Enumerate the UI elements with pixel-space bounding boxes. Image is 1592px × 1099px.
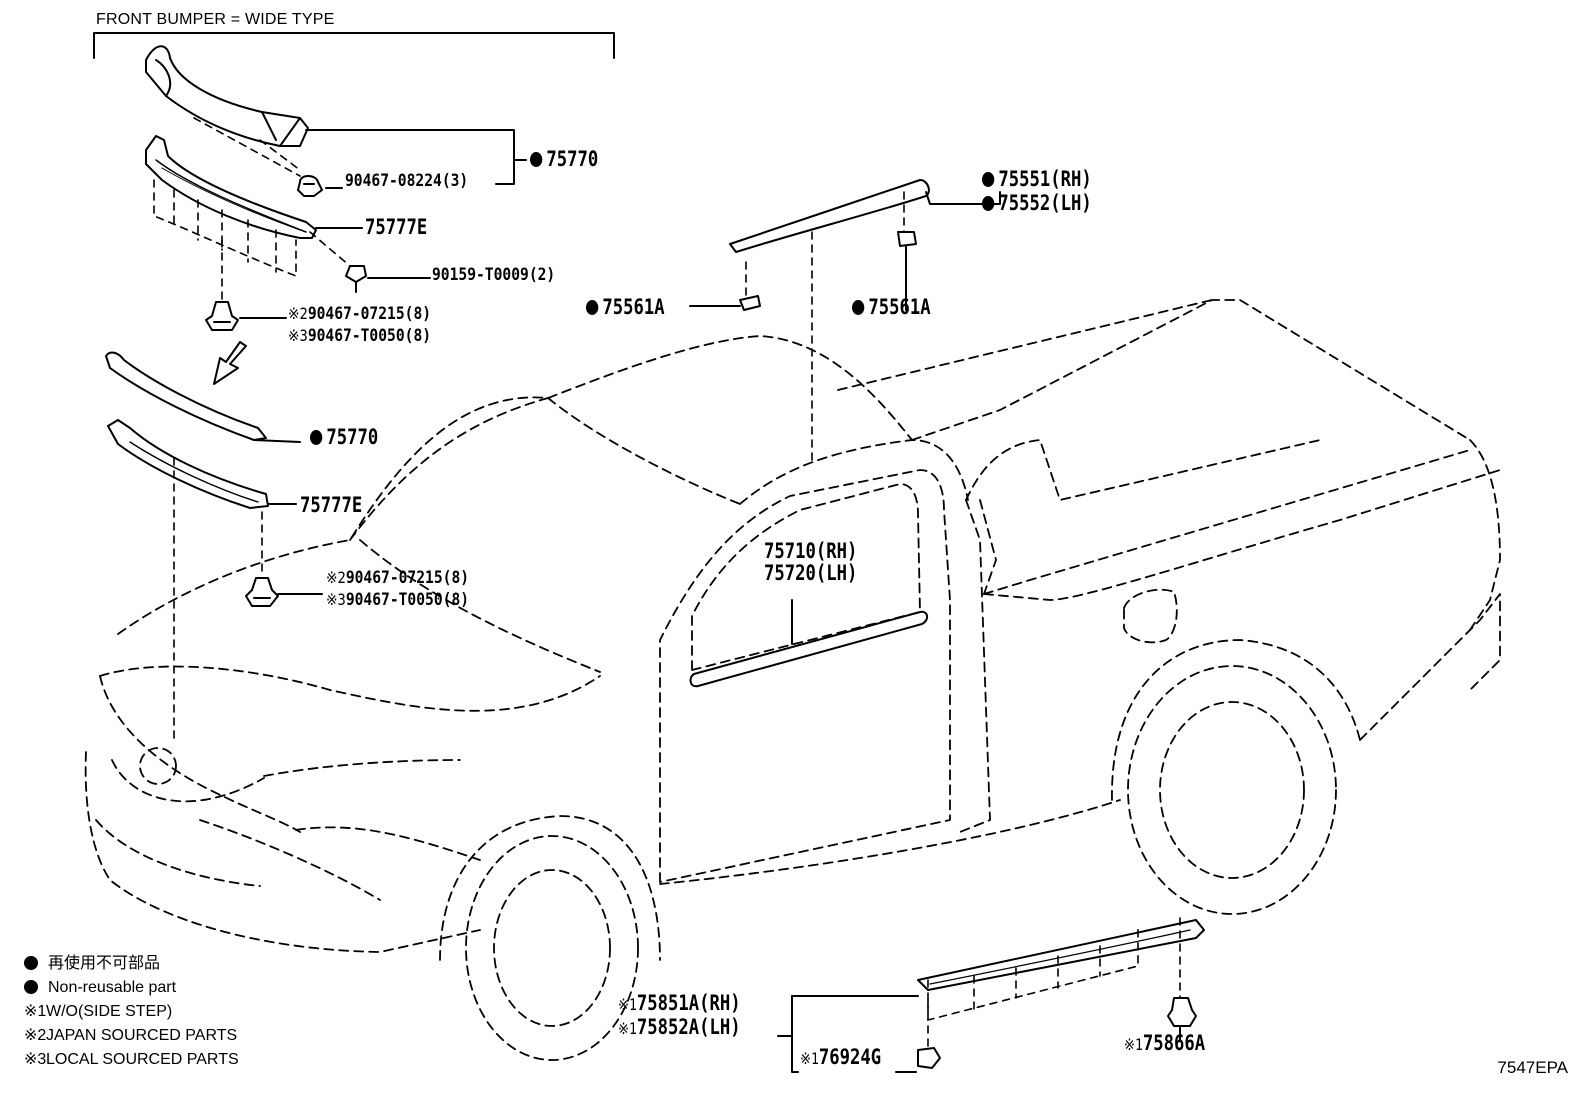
clip-75561A-right bbox=[897, 231, 917, 247]
non-reusable-dot-icon bbox=[310, 430, 323, 445]
door-belt-moulding bbox=[689, 610, 928, 688]
diagram-heading: FRONT BUMPER = WIDE TYPE bbox=[96, 11, 335, 28]
retainer-lower bbox=[107, 419, 297, 509]
non-reusable-dot-icon bbox=[982, 196, 995, 211]
non-reusable-dot-icon bbox=[530, 152, 543, 167]
direction-arrow bbox=[213, 341, 247, 385]
heading-bracket bbox=[93, 32, 615, 59]
clip-75866A bbox=[1167, 997, 1197, 1041]
label-75561A-left[interactable]: 75561A bbox=[586, 296, 665, 318]
label-75552-lh[interactable]: 75552(LH) bbox=[982, 192, 1092, 214]
label-90159[interactable]: 90159-T0009(2) bbox=[432, 265, 556, 285]
clip-75561A-left bbox=[739, 295, 761, 311]
label-75770-mid[interactable]: 75770 bbox=[310, 426, 378, 448]
label-90467-T0050-top[interactable]: ※390467-T0050(8) bbox=[288, 326, 432, 346]
rocker-moulding bbox=[917, 919, 1205, 991]
non-reusable-dot-icon bbox=[24, 956, 38, 970]
label-75710-rh[interactable]: 75710(RH) bbox=[764, 539, 858, 563]
roof-drip-moulding bbox=[729, 179, 1001, 253]
label-90467-08224[interactable]: 90467-08224(3) bbox=[345, 171, 469, 191]
legend-row: ※2JAPAN SOURCED PARTS bbox=[24, 1027, 238, 1044]
label-75866A[interactable]: ※175866A bbox=[1124, 1031, 1206, 1055]
legend-row: Non-reusable part bbox=[24, 976, 239, 1000]
label-75561A-right[interactable]: 75561A bbox=[852, 296, 931, 318]
label-75777E-top[interactable]: 75777E bbox=[365, 215, 428, 239]
label-75852A-lh[interactable]: ※175852A(LH) bbox=[618, 1015, 741, 1039]
legend: 再使用不可部品 Non-reusable part ※1W/O(SIDE STE… bbox=[24, 952, 239, 1072]
label-90467-T0050-mid[interactable]: ※390467-T0050(8) bbox=[326, 590, 470, 610]
label-75851A-rh[interactable]: ※175851A(RH) bbox=[618, 991, 741, 1015]
label-75770-top[interactable]: 75770 bbox=[530, 148, 598, 170]
label-75720-lh[interactable]: 75720(LH) bbox=[764, 561, 858, 585]
illustration-code: 7547EPA bbox=[1497, 1058, 1568, 1077]
bumper-extension-lower bbox=[105, 351, 301, 443]
non-reusable-dot-icon bbox=[24, 980, 38, 994]
label-75777E-mid[interactable]: 75777E bbox=[300, 493, 363, 517]
legend-row: ※3LOCAL SOURCED PARTS bbox=[24, 1051, 239, 1068]
label-76924G[interactable]: ※176924G bbox=[800, 1045, 882, 1069]
retainer-upper-dash bbox=[153, 117, 351, 301]
clip-90467-08224 bbox=[297, 175, 323, 197]
label-75551-rh[interactable]: 75551(RH) bbox=[982, 168, 1092, 190]
clip-76924G bbox=[917, 1047, 941, 1069]
non-reusable-dot-icon bbox=[982, 172, 995, 187]
non-reusable-dot-icon bbox=[586, 300, 599, 315]
non-reusable-dot-icon bbox=[852, 300, 865, 315]
clip-lower bbox=[245, 577, 279, 607]
retainer-upper bbox=[145, 135, 317, 239]
label-90467-07215-top[interactable]: ※290467-07215(8) bbox=[288, 304, 432, 324]
label-90467-07215-mid[interactable]: ※290467-07215(8) bbox=[326, 568, 470, 588]
vehicle-body bbox=[84, 299, 1501, 1061]
leader-75770-top bbox=[305, 129, 515, 185]
screw-90159 bbox=[345, 265, 367, 293]
clip-upper bbox=[205, 301, 239, 331]
bumper-extension-upper bbox=[145, 45, 309, 147]
legend-row: ※1W/O(SIDE STEP) bbox=[24, 1003, 173, 1020]
leader-bracket-rocker bbox=[791, 995, 799, 1073]
legend-row: 再使用不可部品 bbox=[24, 952, 239, 976]
